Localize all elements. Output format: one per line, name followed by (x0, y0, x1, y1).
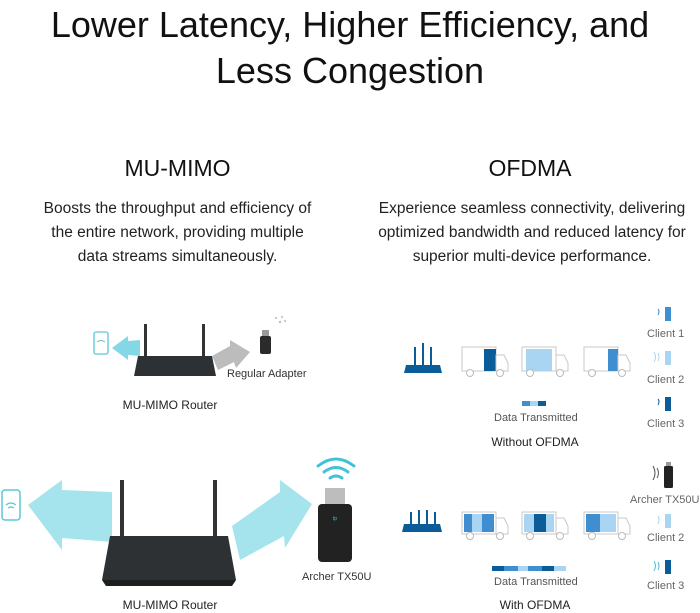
with-client-3-label: Client 3 (647, 580, 685, 592)
title-line-2: Less Congestion (215, 50, 485, 91)
client-3-icon (653, 560, 671, 574)
truck-icon (521, 511, 569, 540)
without-data-transmitted-label: Data Transmitted (494, 412, 578, 424)
mu-mimo-bottom-diagram: tp (1, 457, 356, 586)
truck-icon (583, 511, 631, 540)
router-icon (134, 356, 216, 376)
with-data-transmitted-label: Data Transmitted (494, 576, 578, 588)
without-client-3-label: Client 3 (647, 418, 685, 430)
ofdma-heading: OFDMA (488, 155, 572, 181)
ofdma-desc-line-2: optimized bandwidth and reduced latency … (378, 224, 686, 241)
with-archer-label: Archer TX50U (630, 494, 700, 506)
mu-mimo-heading: MU-MIMO (124, 155, 231, 181)
mu-mimo-description: Boosts the throughput and efficiency of … (0, 197, 355, 269)
signal-arrow-right (232, 480, 312, 560)
router-icon (402, 510, 442, 532)
archer-adapter-icon: tp (318, 488, 352, 562)
archer-client-icon (652, 462, 673, 488)
wifi-icon (316, 457, 356, 480)
mu-mimo-top-diagram (93, 315, 287, 376)
router-antenna (213, 480, 217, 538)
data-transmitted-bar (492, 566, 566, 571)
mu-mimo-router-label-bottom: MU-MIMO Router (122, 598, 218, 612)
router-icon (102, 536, 236, 580)
router-antenna (144, 324, 147, 358)
mu-mimo-router-label-top: MU-MIMO Router (122, 398, 218, 412)
data-transmitted-bar (522, 401, 546, 406)
svg-text:tp: tp (333, 516, 337, 522)
mu-mimo-desc-line-3: data streams simultaneously. (77, 248, 278, 265)
router-antenna (120, 480, 124, 538)
truck-icon (521, 346, 569, 377)
title-line-1: Lower Latency, Higher Efficiency, and (50, 4, 650, 45)
archer-label-left: Archer TX50U (302, 571, 372, 583)
mu-mimo-desc-line-2: the entire network, providing multiple (51, 224, 304, 241)
with-ofdma-caption: With OFDMA (499, 598, 571, 612)
without-ofdma-diagram (404, 307, 671, 411)
without-ofdma-caption: Without OFDMA (491, 435, 579, 449)
truck-icon (461, 346, 509, 377)
router-antenna (202, 324, 205, 358)
phone-icon (1, 489, 21, 521)
without-client-2-label: Client 2 (647, 374, 685, 386)
with-ofdma-diagram (402, 462, 673, 574)
signal-arrow-left (28, 480, 112, 550)
truck-icon (461, 511, 509, 540)
signal-arrow-left (112, 336, 140, 360)
router-icon (404, 343, 442, 373)
with-client-2-label: Client 2 (647, 532, 685, 544)
usb-adapter-icon (260, 315, 287, 354)
without-client-1-label: Client 1 (647, 328, 685, 340)
page-title: Lower Latency, Higher Efficiency, and Le… (0, 2, 700, 94)
client-2-icon (657, 514, 671, 528)
mu-mimo-desc-line-1: Boosts the throughput and efficiency of (43, 200, 312, 217)
regular-adapter-label: Regular Adapter (227, 368, 307, 380)
truck-icon (583, 346, 631, 377)
client-3-icon (657, 397, 671, 411)
client-1-icon (657, 307, 671, 321)
phone-icon (93, 331, 109, 355)
signal-arrow-right (212, 340, 250, 370)
client-2-icon (653, 351, 671, 365)
ofdma-description: Experience seamless connectivity, delive… (362, 197, 700, 269)
ofdma-desc-line-1: Experience seamless connectivity, delive… (378, 200, 686, 217)
ofdma-desc-line-3: superior multi-device performance. (412, 248, 652, 265)
